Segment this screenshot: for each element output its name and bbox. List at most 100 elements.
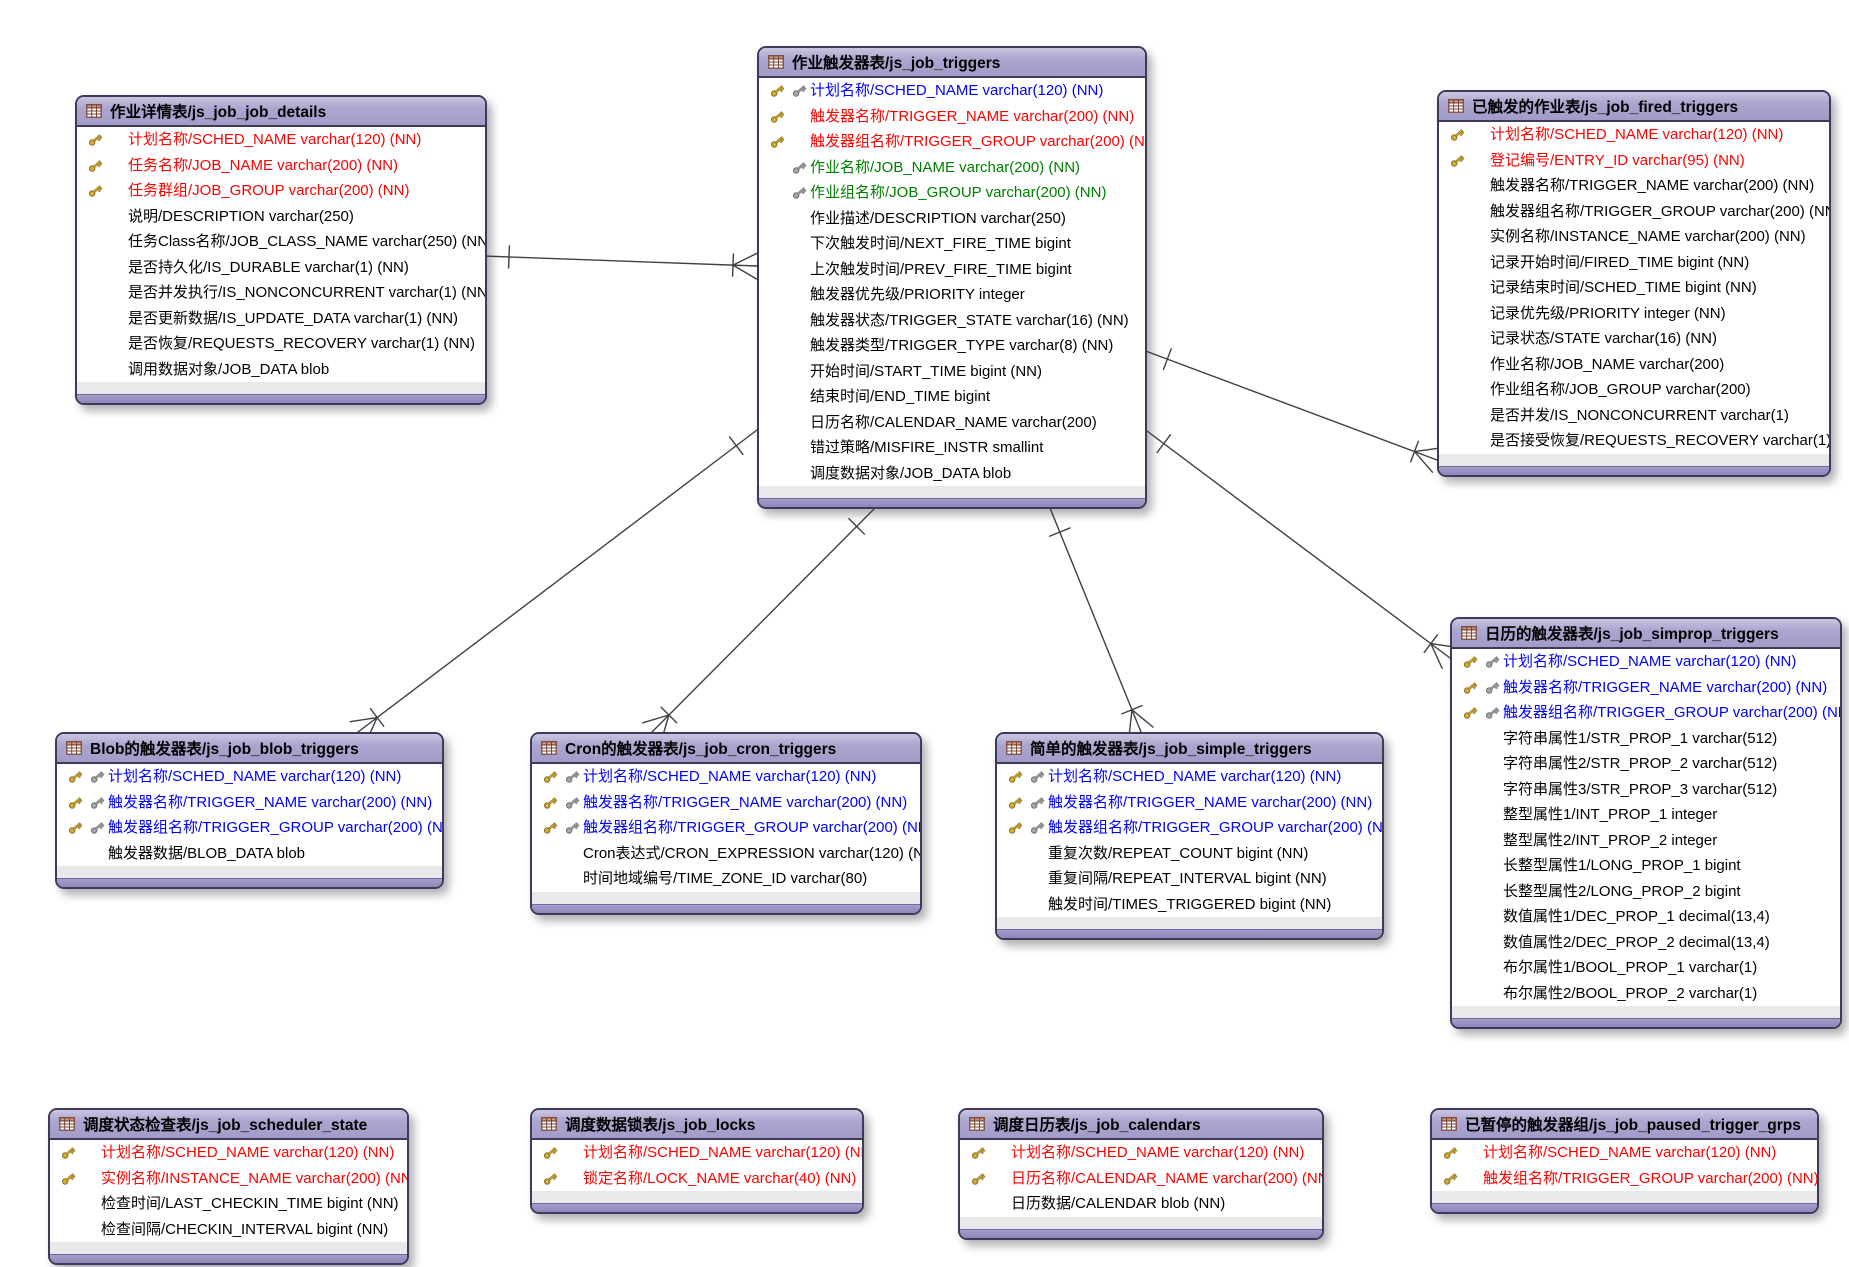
table-header[interactable]: Blob的触发器表/js_job_blob_triggers bbox=[57, 734, 442, 764]
field-label: 登记编号/ENTRY_ID varchar(95) (NN) bbox=[1490, 151, 1745, 169]
primary-key-slot bbox=[1446, 152, 1468, 169]
crow-foot-prong bbox=[642, 714, 670, 724]
table-header[interactable]: Cron的触发器表/js_job_cron_triggers bbox=[532, 734, 920, 764]
field-label: 计划名称/SCHED_NAME varchar(120) (NN) bbox=[810, 82, 1104, 99]
foreign-key-icon bbox=[90, 797, 104, 809]
table-field-row: 调度数据对象/JOB_DATA blob bbox=[759, 461, 1145, 487]
primary-key-slot bbox=[64, 794, 86, 811]
primary-key-icon bbox=[770, 111, 784, 123]
field-label: 作业组名称/JOB_GROUP varchar(200) bbox=[1490, 381, 1751, 398]
table-field-row: 布尔属性2/BOOL_PROP_2 varchar(1) bbox=[1452, 981, 1840, 1007]
field-label: 数值属性2/DEC_PROP_2 decimal(13,4) bbox=[1503, 933, 1770, 951]
table-field-row: 日历名称/CALENDAR_NAME varchar(200) (NN) bbox=[960, 1166, 1322, 1192]
primary-key-slot bbox=[64, 819, 86, 836]
table-header[interactable]: 已触发的作业表/js_job_fired_triggers bbox=[1439, 92, 1829, 122]
foreign-key-icon bbox=[1030, 822, 1044, 834]
field-label: 触发器组名称/TRIGGER_GROUP varchar(200) (NN) bbox=[583, 819, 922, 836]
entity-table-js_job_blob_triggers[interactable]: Blob的触发器表/js_job_blob_triggers 计划名称/SCHED… bbox=[55, 732, 444, 889]
primary-key-icon bbox=[1450, 129, 1464, 141]
table-field-row: 触发器状态/TRIGGER_STATE varchar(16) (NN) bbox=[759, 308, 1145, 334]
foreign-key-slot bbox=[86, 768, 108, 785]
table-footer-bar bbox=[759, 498, 1145, 507]
foreign-key-slot bbox=[1481, 679, 1503, 696]
table-header[interactable]: 日历的触发器表/js_job_simprop_triggers bbox=[1452, 619, 1840, 649]
field-label: 触发器组名称/TRIGGER_GROUP varchar(200) (NN) bbox=[108, 819, 444, 836]
table-field-row: 错过策略/MISFIRE_INSTR smallint bbox=[759, 435, 1145, 461]
table-field-row: 触发器名称/TRIGGER_NAME varchar(200) (NN) bbox=[1439, 173, 1829, 199]
table-title: 调度数据锁表/js_job_locks bbox=[565, 1117, 756, 1134]
table-field-row: 计划名称/SCHED_NAME varchar(120) (NN) bbox=[532, 1140, 862, 1166]
table-header[interactable]: 调度状态检查表/js_job_scheduler_state bbox=[50, 1110, 407, 1140]
table-field-row: 登记编号/ENTRY_ID varchar(95) (NN) bbox=[1439, 148, 1829, 174]
primary-key-slot bbox=[766, 82, 788, 99]
table-field-row: 作业名称/JOB_NAME varchar(200) bbox=[1439, 352, 1829, 378]
table-icon bbox=[66, 741, 82, 755]
table-header[interactable]: 调度日历表/js_job_calendars bbox=[960, 1110, 1322, 1140]
table-field-row: 长整型属性2/LONG_PROP_2 bigint bbox=[1452, 879, 1840, 905]
table-header[interactable]: 调度数据锁表/js_job_locks bbox=[532, 1110, 862, 1140]
field-label: 日历名称/CALENDAR_NAME varchar(200) (NN) bbox=[1011, 1169, 1324, 1187]
table-header[interactable]: 作业详情表/js_job_job_details bbox=[77, 97, 485, 127]
primary-key-slot bbox=[1459, 653, 1481, 670]
primary-key-icon bbox=[543, 1173, 557, 1185]
table-field-row: 任务名称/JOB_NAME varchar(200) (NN) bbox=[77, 153, 485, 179]
relationship-js_job_job_details--js_job_triggers bbox=[482, 255, 758, 267]
field-label: 时间地域编号/TIME_ZONE_ID varchar(80) bbox=[583, 870, 868, 887]
table-header[interactable]: 已暂停的触发器组/js_job_paused_trigger_grps bbox=[1432, 1110, 1817, 1140]
field-label: 记录开始时间/FIRED_TIME bigint (NN) bbox=[1490, 253, 1750, 271]
field-label: 是否接受恢复/REQUESTS_RECOVERY varchar(1) bbox=[1490, 432, 1831, 449]
table-field-row: 记录开始时间/FIRED_TIME bigint (NN) bbox=[1439, 250, 1829, 276]
table-field-list: 计划名称/SCHED_NAME varchar(120) (NN)触发器名称/T… bbox=[997, 764, 1382, 917]
foreign-key-slot bbox=[1481, 704, 1503, 721]
primary-key-slot bbox=[1004, 768, 1026, 785]
primary-key-slot bbox=[1004, 794, 1026, 811]
field-label: 调度数据对象/JOB_DATA blob bbox=[810, 464, 1012, 482]
field-label: 计划名称/SCHED_NAME varchar(120) (NN) bbox=[108, 768, 402, 785]
field-label: 是否并发执行/IS_NONCONCURRENT varchar(1) (NN) bbox=[128, 284, 487, 301]
table-title: Cron的触发器表/js_job_cron_triggers bbox=[565, 741, 837, 758]
field-label: 触发器状态/TRIGGER_STATE varchar(16) (NN) bbox=[810, 311, 1129, 329]
entity-table-js_job_triggers[interactable]: 作业触发器表/js_job_triggers 计划名称/SCHED_NAME va… bbox=[757, 46, 1147, 509]
field-label: 日历名称/CALENDAR_NAME varchar(200) bbox=[810, 413, 1097, 431]
field-label: 计划名称/SCHED_NAME varchar(120) (NN) bbox=[101, 1144, 395, 1161]
table-bottom-strip bbox=[532, 1191, 862, 1203]
table-icon bbox=[969, 1117, 985, 1131]
primary-key-slot bbox=[1439, 1144, 1461, 1161]
primary-key-slot bbox=[64, 768, 86, 785]
table-header[interactable]: 作业触发器表/js_job_triggers bbox=[759, 48, 1145, 78]
foreign-key-slot bbox=[788, 159, 810, 176]
field-label: 检查间隔/CHECKIN_INTERVAL bigint (NN) bbox=[101, 1220, 389, 1238]
primary-key-icon bbox=[61, 1147, 75, 1159]
table-field-row: 是否接受恢复/REQUESTS_RECOVERY varchar(1) bbox=[1439, 428, 1829, 454]
table-bottom-strip bbox=[960, 1216, 1322, 1229]
table-field-row: 计划名称/SCHED_NAME varchar(120) (NN) bbox=[77, 127, 485, 153]
table-field-row: 数值属性1/DEC_PROP_1 decimal(13,4) bbox=[1452, 904, 1840, 930]
crow-foot-prong bbox=[732, 264, 758, 280]
table-bottom-strip bbox=[1432, 1191, 1817, 1203]
table-icon bbox=[541, 1117, 557, 1131]
table-bottom-strip bbox=[50, 1242, 407, 1254]
table-field-row: 下次触发时间/NEXT_FIRE_TIME bigint bbox=[759, 231, 1145, 257]
field-label: 触发时间/TIMES_TRIGGERED bigint (NN) bbox=[1048, 895, 1332, 913]
table-title: 作业触发器表/js_job_triggers bbox=[792, 55, 1001, 72]
entity-table-js_job_locks[interactable]: 调度数据锁表/js_job_locks 计划名称/SCHED_NAME varch… bbox=[530, 1108, 864, 1214]
table-bottom-strip bbox=[1439, 453, 1829, 466]
one-cardinality-tick bbox=[1156, 434, 1172, 454]
field-label: 下次触发时间/NEXT_FIRE_TIME bigint bbox=[810, 235, 1071, 252]
table-field-row: 整型属性2/INT_PROP_2 integer bbox=[1452, 828, 1840, 854]
primary-key-icon bbox=[1008, 797, 1022, 809]
field-label: 是否恢复/REQUESTS_RECOVERY varchar(1) (NN) bbox=[128, 335, 476, 352]
primary-key-slot bbox=[766, 133, 788, 150]
table-field-list: 计划名称/SCHED_NAME varchar(120) (NN)实例名称/IN… bbox=[50, 1140, 407, 1242]
field-label: 作业名称/JOB_NAME varchar(200) bbox=[1490, 355, 1725, 373]
table-header[interactable]: 简单的触发器表/js_job_simple_triggers bbox=[997, 734, 1382, 764]
table-footer-bar bbox=[532, 1203, 862, 1212]
